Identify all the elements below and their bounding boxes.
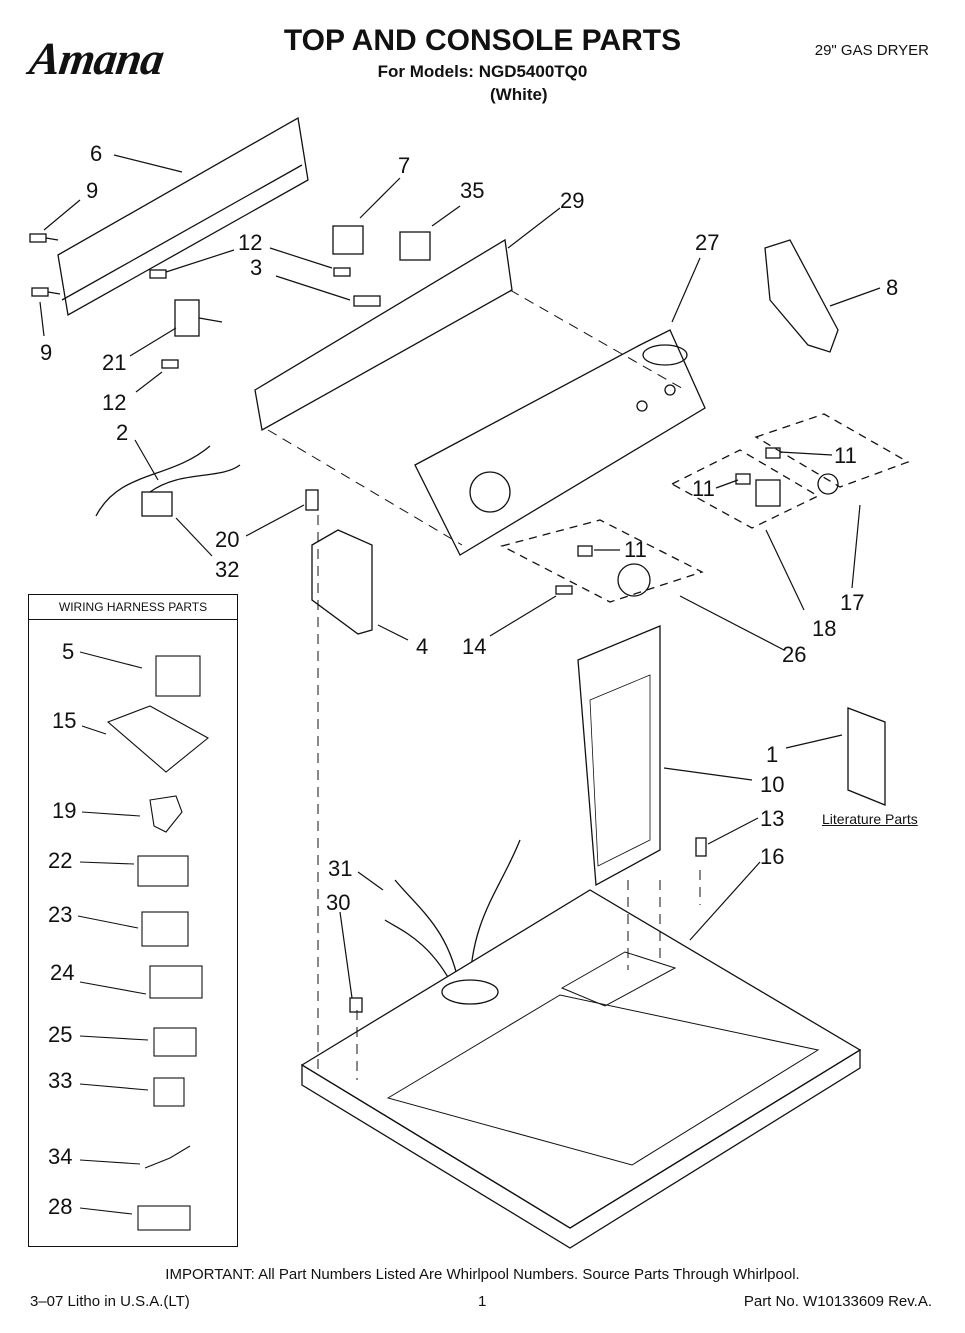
callout-8: 8 xyxy=(886,275,898,300)
connector-part-5 xyxy=(155,655,201,697)
switch-part-35 xyxy=(399,231,431,261)
model-color: (White) xyxy=(490,85,548,104)
callout-12b: 12 xyxy=(102,390,126,415)
litho-info: 3–07 Litho in U.S.A.(LT) xyxy=(30,1293,190,1310)
callout-6: 6 xyxy=(90,141,102,166)
product-type: 29" GAS DRYER xyxy=(814,42,929,59)
knob-box-17 xyxy=(754,413,910,488)
callout-31: 31 xyxy=(328,856,352,881)
knob-hole-a xyxy=(664,384,676,396)
model-line: For Models: NGD5400TQ0 xyxy=(377,62,588,81)
callout-4: 4 xyxy=(416,634,428,659)
callout-1: 1 xyxy=(766,742,778,767)
spring-part-11b xyxy=(735,473,751,485)
callout-12a: 12 xyxy=(238,230,262,255)
knob-hole-c xyxy=(469,471,511,513)
connector-part-24 xyxy=(149,965,203,999)
screw-part-12b xyxy=(333,267,351,277)
end-cap-part-4 xyxy=(311,529,373,635)
callout-23: 23 xyxy=(48,902,72,927)
callout-9a: 9 xyxy=(86,178,98,203)
callout-22: 22 xyxy=(48,848,72,873)
callout-21: 21 xyxy=(102,350,126,375)
dryer-top-part xyxy=(300,889,862,1229)
knob-part-26 xyxy=(617,563,651,597)
callout-27: 27 xyxy=(695,230,719,255)
callout-7: 7 xyxy=(398,153,410,178)
screw-part-30 xyxy=(349,997,363,1013)
page-number: 1 xyxy=(478,1293,487,1310)
literature-parts-label: Literature Parts xyxy=(822,811,918,827)
knob-part-17 xyxy=(817,473,839,495)
knob-box-18 xyxy=(670,449,820,529)
connector-part-25 xyxy=(153,1027,197,1057)
callout-11c: 11 xyxy=(624,537,647,562)
callout-15: 15 xyxy=(52,708,76,733)
connector-part-15 xyxy=(106,705,209,773)
callout-35: 35 xyxy=(460,178,484,203)
callout-11a: 11 xyxy=(834,443,857,468)
callout-2: 2 xyxy=(116,420,128,445)
connector-part-32 xyxy=(141,491,173,517)
callout-9b: 9 xyxy=(40,340,52,365)
callout-19: 19 xyxy=(52,798,76,823)
rear-panel-part xyxy=(57,116,309,317)
end-cap-part xyxy=(764,239,839,353)
screw-part-13 xyxy=(695,837,707,857)
callout-32: 32 xyxy=(215,557,239,582)
callout-34: 34 xyxy=(48,1144,72,1169)
spring-part-11c xyxy=(577,545,593,557)
literature-part xyxy=(847,707,886,806)
connector-part-23 xyxy=(141,911,189,947)
screw-part-12c xyxy=(161,359,179,369)
callout-24: 24 xyxy=(50,960,74,985)
part-3 xyxy=(353,295,381,307)
screw-part-9a xyxy=(29,233,59,243)
console-panel-part xyxy=(414,329,706,556)
knob-hole-b xyxy=(636,400,648,412)
callout-29: 29 xyxy=(560,188,584,213)
connector-part-22 xyxy=(137,855,189,887)
callout-10: 10 xyxy=(760,772,784,797)
callout-3: 3 xyxy=(250,255,262,280)
spring-part-11a xyxy=(765,447,781,459)
screw-part-9b xyxy=(31,287,61,297)
console-logo-oval xyxy=(642,344,688,366)
switch-part-21 xyxy=(174,299,200,337)
callout-17: 17 xyxy=(840,590,864,615)
important-notice: IMPORTANT: All Part Numbers Listed Are W… xyxy=(165,1266,800,1283)
clip-part-19 xyxy=(149,795,183,833)
wire-opening xyxy=(441,979,499,1005)
console-bracket-part xyxy=(254,238,513,432)
screw-part-20 xyxy=(305,489,319,511)
terminal-part-34 xyxy=(144,1145,191,1169)
callout-13: 13 xyxy=(760,806,784,831)
wiring-harness-box: WIRING HARNESS PARTS xyxy=(28,594,238,1247)
knob-box-26 xyxy=(500,519,704,603)
connector-part-28 xyxy=(137,1205,191,1231)
screw-part-14 xyxy=(555,585,573,595)
connector-part-33 xyxy=(153,1077,185,1107)
callout-5: 5 xyxy=(62,639,74,664)
knob-part-18 xyxy=(755,479,781,507)
callout-33: 33 xyxy=(48,1068,72,1093)
part-number: Part No. W10133609 Rev.A. xyxy=(743,1293,932,1310)
wiring-harness-title: WIRING HARNESS PARTS xyxy=(29,595,237,620)
page-title: TOP AND CONSOLE PARTS xyxy=(283,24,682,57)
lint-screen-part xyxy=(577,625,661,887)
callout-28: 28 xyxy=(48,1194,72,1219)
callout-14: 14 xyxy=(462,634,486,659)
harness-part-2 xyxy=(95,445,241,517)
screw-part-12a xyxy=(149,269,167,279)
callout-16: 16 xyxy=(760,844,784,869)
callout-25: 25 xyxy=(48,1022,72,1047)
switch-part-7 xyxy=(332,225,364,255)
callout-11b: 11 xyxy=(692,476,715,501)
callout-26: 26 xyxy=(782,642,806,667)
callout-30: 30 xyxy=(326,890,350,915)
callout-20: 20 xyxy=(215,527,239,552)
callout-18: 18 xyxy=(812,616,836,641)
